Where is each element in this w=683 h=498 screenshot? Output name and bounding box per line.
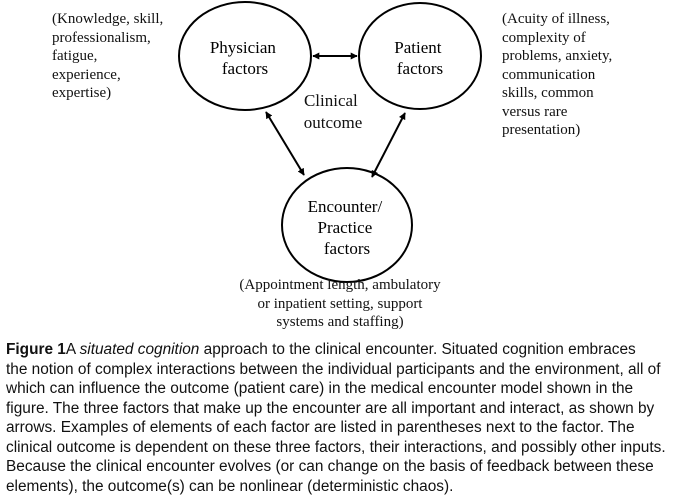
svg-text:Physician factors: Physician factors	[210, 38, 280, 78]
node-encounter-label-2: Practice	[318, 218, 373, 237]
center-label-line-1: Clinical	[304, 91, 358, 110]
encounter-annotation-line: or inpatient setting, support	[257, 295, 423, 312]
caption-line: figure. The three factors that make up t…	[6, 399, 655, 417]
physician-annotation-line: expertise)	[52, 85, 112, 101]
node-patient-label-2: factors	[397, 59, 443, 78]
encounter-annotation-line: (Appointment length, ambulatory	[239, 277, 441, 293]
patient-annotation-line: (Acuity of illness,	[502, 11, 610, 27]
caption-line: clinical outcome is dependent on these t…	[6, 438, 666, 456]
node-encounter-label-1: Encounter/	[308, 197, 383, 216]
patient-annotation-line: presentation)	[502, 122, 581, 138]
caption-line: elements), the outcome(s) can be nonline…	[6, 477, 454, 495]
node-patient-circle	[358, 2, 482, 110]
center-label-line-2: outcome	[304, 113, 363, 132]
svg-text:Patient factors: Patient factors	[394, 38, 445, 78]
caption-line: the notion of complex interactions betwe…	[6, 360, 661, 378]
node-physician: Physician factors	[178, 1, 312, 111]
caption-lead: A	[65, 341, 80, 358]
caption-line-1-rest: approach to the clinical encounter. Situ…	[199, 341, 636, 358]
patient-annotation-line: communication	[502, 66, 596, 83]
encounter-annotation-line: systems and staffing)	[276, 314, 404, 330]
patient-annotation-line: versus rare	[502, 103, 568, 120]
node-encounter-circle	[281, 167, 413, 283]
physician-annotation: (Knowledge, skill, professionalism, fati…	[52, 10, 163, 103]
node-patient-label-1: Patient	[394, 38, 441, 57]
node-physician-circle	[178, 1, 312, 111]
caption-figure-label: Figure 1	[6, 341, 66, 358]
physician-annotation-line: fatigue,	[52, 48, 98, 64]
caption-line: which can influence the outcome (patient…	[6, 380, 634, 397]
node-physician-label-2: factors	[222, 59, 268, 78]
patient-annotation-line: skills, common	[502, 85, 594, 101]
physician-annotation-line: (Knowledge, skill,	[52, 11, 164, 27]
caption-line-1: Figure 1A situated cognition approach to…	[6, 340, 680, 360]
encounter-annotation: (Appointment length, ambulatory or inpat…	[170, 276, 510, 332]
center-label: Clinical outcome	[304, 91, 363, 132]
patient-annotation-line: complexity of	[502, 29, 586, 46]
node-physician-label-1: Physician	[210, 38, 277, 57]
patient-annotation: (Acuity of illness, complexity of proble…	[502, 10, 612, 140]
situated-cognition-diagram: Physician factors Patient factors Encoun…	[178, 1, 482, 283]
physician-annotation-line: professionalism,	[52, 29, 151, 46]
edge-patient-encounter	[371, 112, 406, 178]
caption-line: Because the clinical encounter evolves (…	[6, 458, 654, 475]
node-encounter: Encounter/ Practice factors	[281, 167, 413, 283]
patient-annotation-line: problems, anxiety,	[502, 48, 613, 64]
caption-italic-term: situated cognition	[79, 341, 200, 358]
svg-text:Encounter/ Practice: Encounter/ Practice factors	[308, 197, 387, 258]
node-patient: Patient factors	[358, 2, 482, 110]
edge-physician-encounter	[265, 111, 305, 176]
caption-line: arrows. Examples of elements of each fac…	[6, 419, 635, 436]
physician-annotation-line: experience,	[52, 66, 121, 83]
node-encounter-label-3: factors	[324, 239, 370, 258]
figure-caption: Figure 1A situated cognition approach to…	[6, 340, 680, 496]
